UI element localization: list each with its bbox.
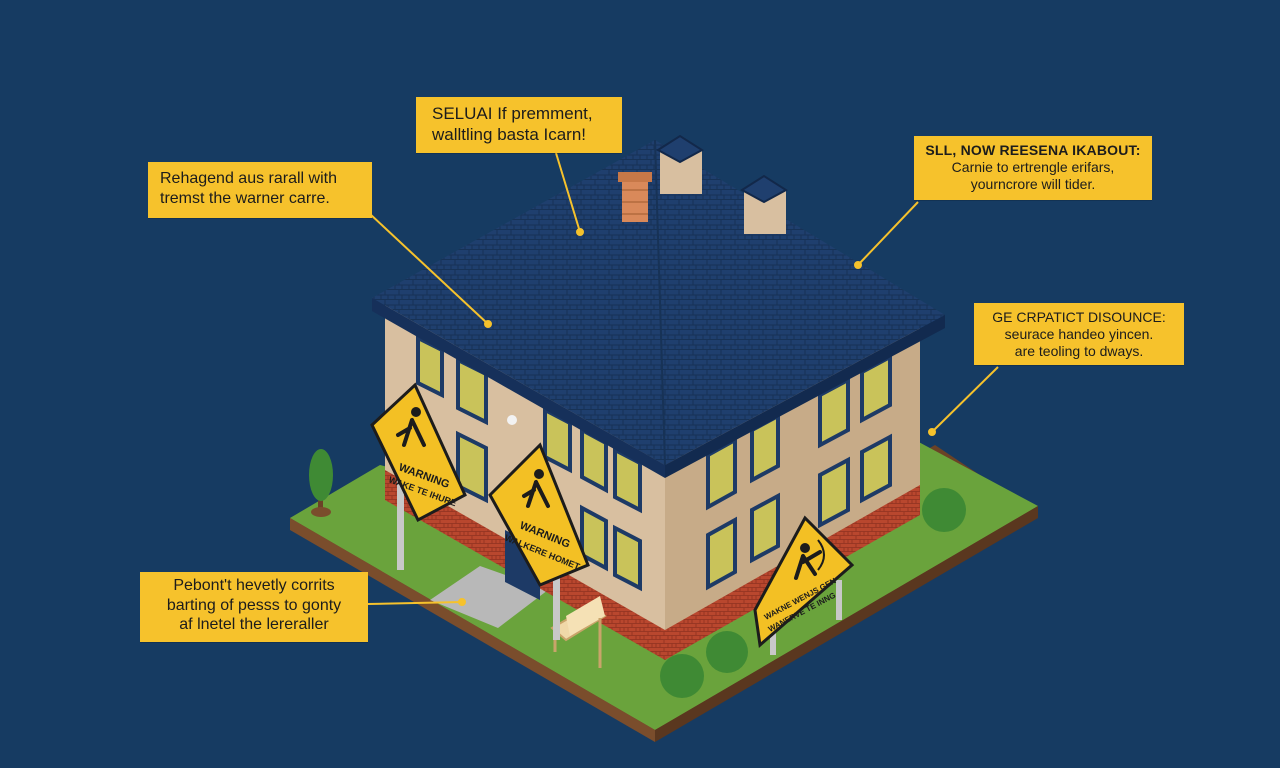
callout-right-mid: GE CRPATICT DISOUNCE: seurace handeo yin… — [974, 303, 1184, 365]
leader-right-mid — [931, 366, 999, 433]
leader-bottom-left — [367, 601, 463, 605]
callout-right-top: SLL, NOW REESENA IKABOUT: Carnie to ertr… — [914, 136, 1152, 200]
callout-top: SELUAI If premment, walltling basta Icar… — [416, 97, 622, 153]
windows-right — [706, 353, 892, 591]
callout-right-top-line3: yourncrore will tider. — [970, 176, 1096, 193]
callout-bottom-left-line3: af lnetel the lereraller — [179, 616, 329, 634]
warning-archer-icon — [794, 539, 825, 580]
callout-right-top-line1: SLL, NOW REESENA IKABOUT: — [925, 142, 1141, 158]
bush-bottom-left — [660, 654, 704, 698]
callout-right-mid-line1: GE CRPATICT DISOUNCE: — [992, 309, 1166, 325]
leader-top — [555, 152, 581, 233]
callout-bottom-left: Pebont't hevetly corrits barting of pess… — [140, 572, 368, 642]
callout-right-top-line2: Carnie to ertrengle erifars, — [951, 159, 1115, 176]
warning-pedestrian-icon — [522, 469, 550, 508]
bush-right — [922, 488, 966, 532]
warning-pedestrian-icon — [396, 407, 426, 447]
callout-left-line1: Rehagend aus rarall with — [160, 170, 337, 187]
chimney-right — [740, 174, 788, 234]
callout-right-mid-line3: are teoling to dways. — [1014, 343, 1144, 360]
chimney-center — [618, 172, 652, 222]
warning-sign-left: WARNING WAKE TE IHURE — [370, 382, 467, 570]
callout-bottom-left-line1: Pebont't hevetly corrits — [173, 577, 335, 594]
roof — [372, 139, 945, 478]
callout-right-mid-line2: seurace handeo yincen. — [1004, 326, 1154, 343]
leader-left — [369, 213, 489, 325]
callout-bottom-left-line2: barting of pesss to gonty — [166, 596, 342, 614]
callout-top-line2: walltling basta Icarn! — [432, 124, 587, 144]
callout-top-line1: SELUAI If premment, — [432, 104, 593, 123]
tree-left — [309, 449, 333, 517]
callout-left-line2: tremst the warner carre. — [160, 189, 330, 207]
wall-light — [507, 415, 517, 425]
bench — [550, 596, 607, 668]
callout-left: Rehagend aus rarall with tremst the warn… — [148, 162, 372, 218]
warning-sign-right: WAKNE WENJS GEN WANERVE TE INNG — [753, 515, 855, 655]
chimney-top — [656, 134, 704, 194]
leader-lines — [367, 152, 999, 606]
bush-bottom-mid — [706, 631, 748, 673]
leader-right-top — [857, 201, 919, 266]
